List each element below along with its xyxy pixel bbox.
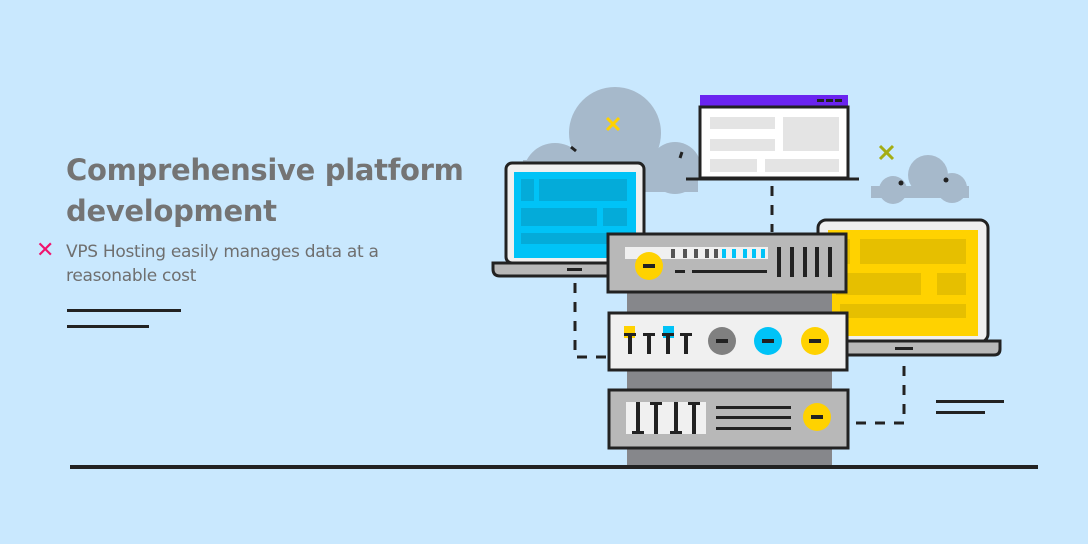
x-mark-yellow-icon <box>605 116 621 132</box>
browser-window-icon <box>686 95 859 181</box>
connector-lines <box>573 186 906 425</box>
server-unit-1 <box>606 232 848 294</box>
bullet-item: ✕ VPS Hosting easily manages data at a r… <box>36 238 386 288</box>
x-mark-icon: ✕ <box>36 238 55 263</box>
cloud-tick <box>678 151 684 159</box>
cloud-dot <box>943 177 949 183</box>
cloud-dot <box>898 180 904 186</box>
server-unit-2 <box>607 311 849 372</box>
status-lights-blue <box>722 249 765 258</box>
decorative-line <box>936 400 1004 403</box>
cloud-tick <box>570 145 577 153</box>
server-unit-3 <box>607 388 850 450</box>
decorative-line <box>936 411 985 414</box>
decorative-line <box>67 309 181 312</box>
decorative-line <box>67 325 149 328</box>
ground-line <box>70 465 1038 469</box>
x-mark-olive-icon <box>878 144 895 161</box>
headline: Comprehensive platform development <box>66 153 464 228</box>
cloud-small-icon <box>871 155 969 204</box>
bullet-text: VPS Hosting easily manages data at a rea… <box>66 242 379 286</box>
